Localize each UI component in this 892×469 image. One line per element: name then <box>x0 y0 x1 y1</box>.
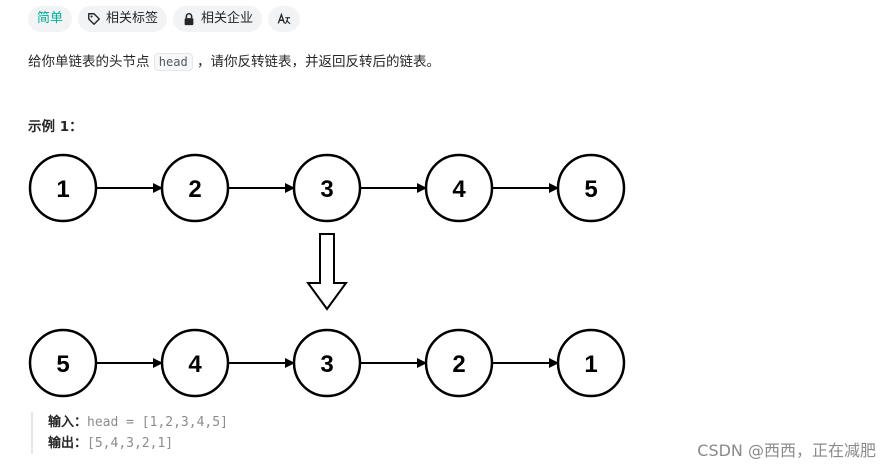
node-value: 3 <box>320 351 333 378</box>
tag-icon <box>88 13 100 25</box>
list-node: 1 <box>556 328 626 398</box>
list-node: 2 <box>424 328 494 398</box>
node-value: 1 <box>584 351 597 378</box>
tag-bar: 简单 相关标签 相关企业 <box>28 6 301 32</box>
list-node: 4 <box>424 153 494 223</box>
watermark: CSDN @西西，正在减肥 <box>697 441 876 460</box>
list-node: 2 <box>160 153 230 223</box>
head-code: head <box>153 53 193 71</box>
list-node: 3 <box>292 328 362 398</box>
translate-icon <box>277 12 291 25</box>
input-value: head = [1,2,3,4,5] <box>87 415 228 430</box>
lock-icon <box>184 13 194 26</box>
related-tags-label: 相关标签 <box>106 11 159 26</box>
related-companies-button[interactable]: 相关企业 <box>173 6 263 32</box>
output-value: [5,4,3,2,1] <box>87 436 174 451</box>
input-label: 输入： <box>48 415 88 430</box>
down-arrow-icon <box>306 233 348 311</box>
example-io-block: 输入：head = [1,2,3,4,5] 输出：[5,4,3,2,1] <box>31 412 228 454</box>
difficulty-label: 简单 <box>37 11 64 26</box>
node-value: 5 <box>584 176 597 203</box>
description-text-1: 给你单链表的头节点 <box>28 54 154 70</box>
list-node: 1 <box>28 153 98 223</box>
node-value: 5 <box>56 351 69 378</box>
related-companies-label: 相关企业 <box>201 11 254 26</box>
example-title: 示例 1： <box>28 119 83 135</box>
output-label: 输出： <box>48 436 88 451</box>
node-value: 3 <box>320 176 333 203</box>
list-node: 5 <box>28 328 98 398</box>
list-node: 5 <box>556 153 626 223</box>
linked-list-diagram: 1 2 3 4 5 5 4 3 2 1 <box>28 153 626 398</box>
difficulty-badge: 简单 <box>28 6 73 32</box>
node-value: 1 <box>56 176 69 203</box>
translate-button[interactable] <box>268 6 301 32</box>
input-line: 输入：head = [1,2,3,4,5] <box>48 412 228 433</box>
node-value: 4 <box>452 176 466 203</box>
node-value: 2 <box>188 176 201 203</box>
description-text-2: ，请你反转链表，并返回反转后的链表。 <box>192 54 440 70</box>
output-line: 输出：[5,4,3,2,1] <box>48 433 228 454</box>
list-node: 4 <box>160 328 230 398</box>
node-value: 2 <box>452 351 465 378</box>
node-value: 4 <box>188 351 202 378</box>
problem-description: 给你单链表的头节点 head ，请你反转链表，并返回反转后的链表。 <box>28 50 440 74</box>
list-node: 3 <box>292 153 362 223</box>
related-tags-button[interactable]: 相关标签 <box>78 6 168 32</box>
